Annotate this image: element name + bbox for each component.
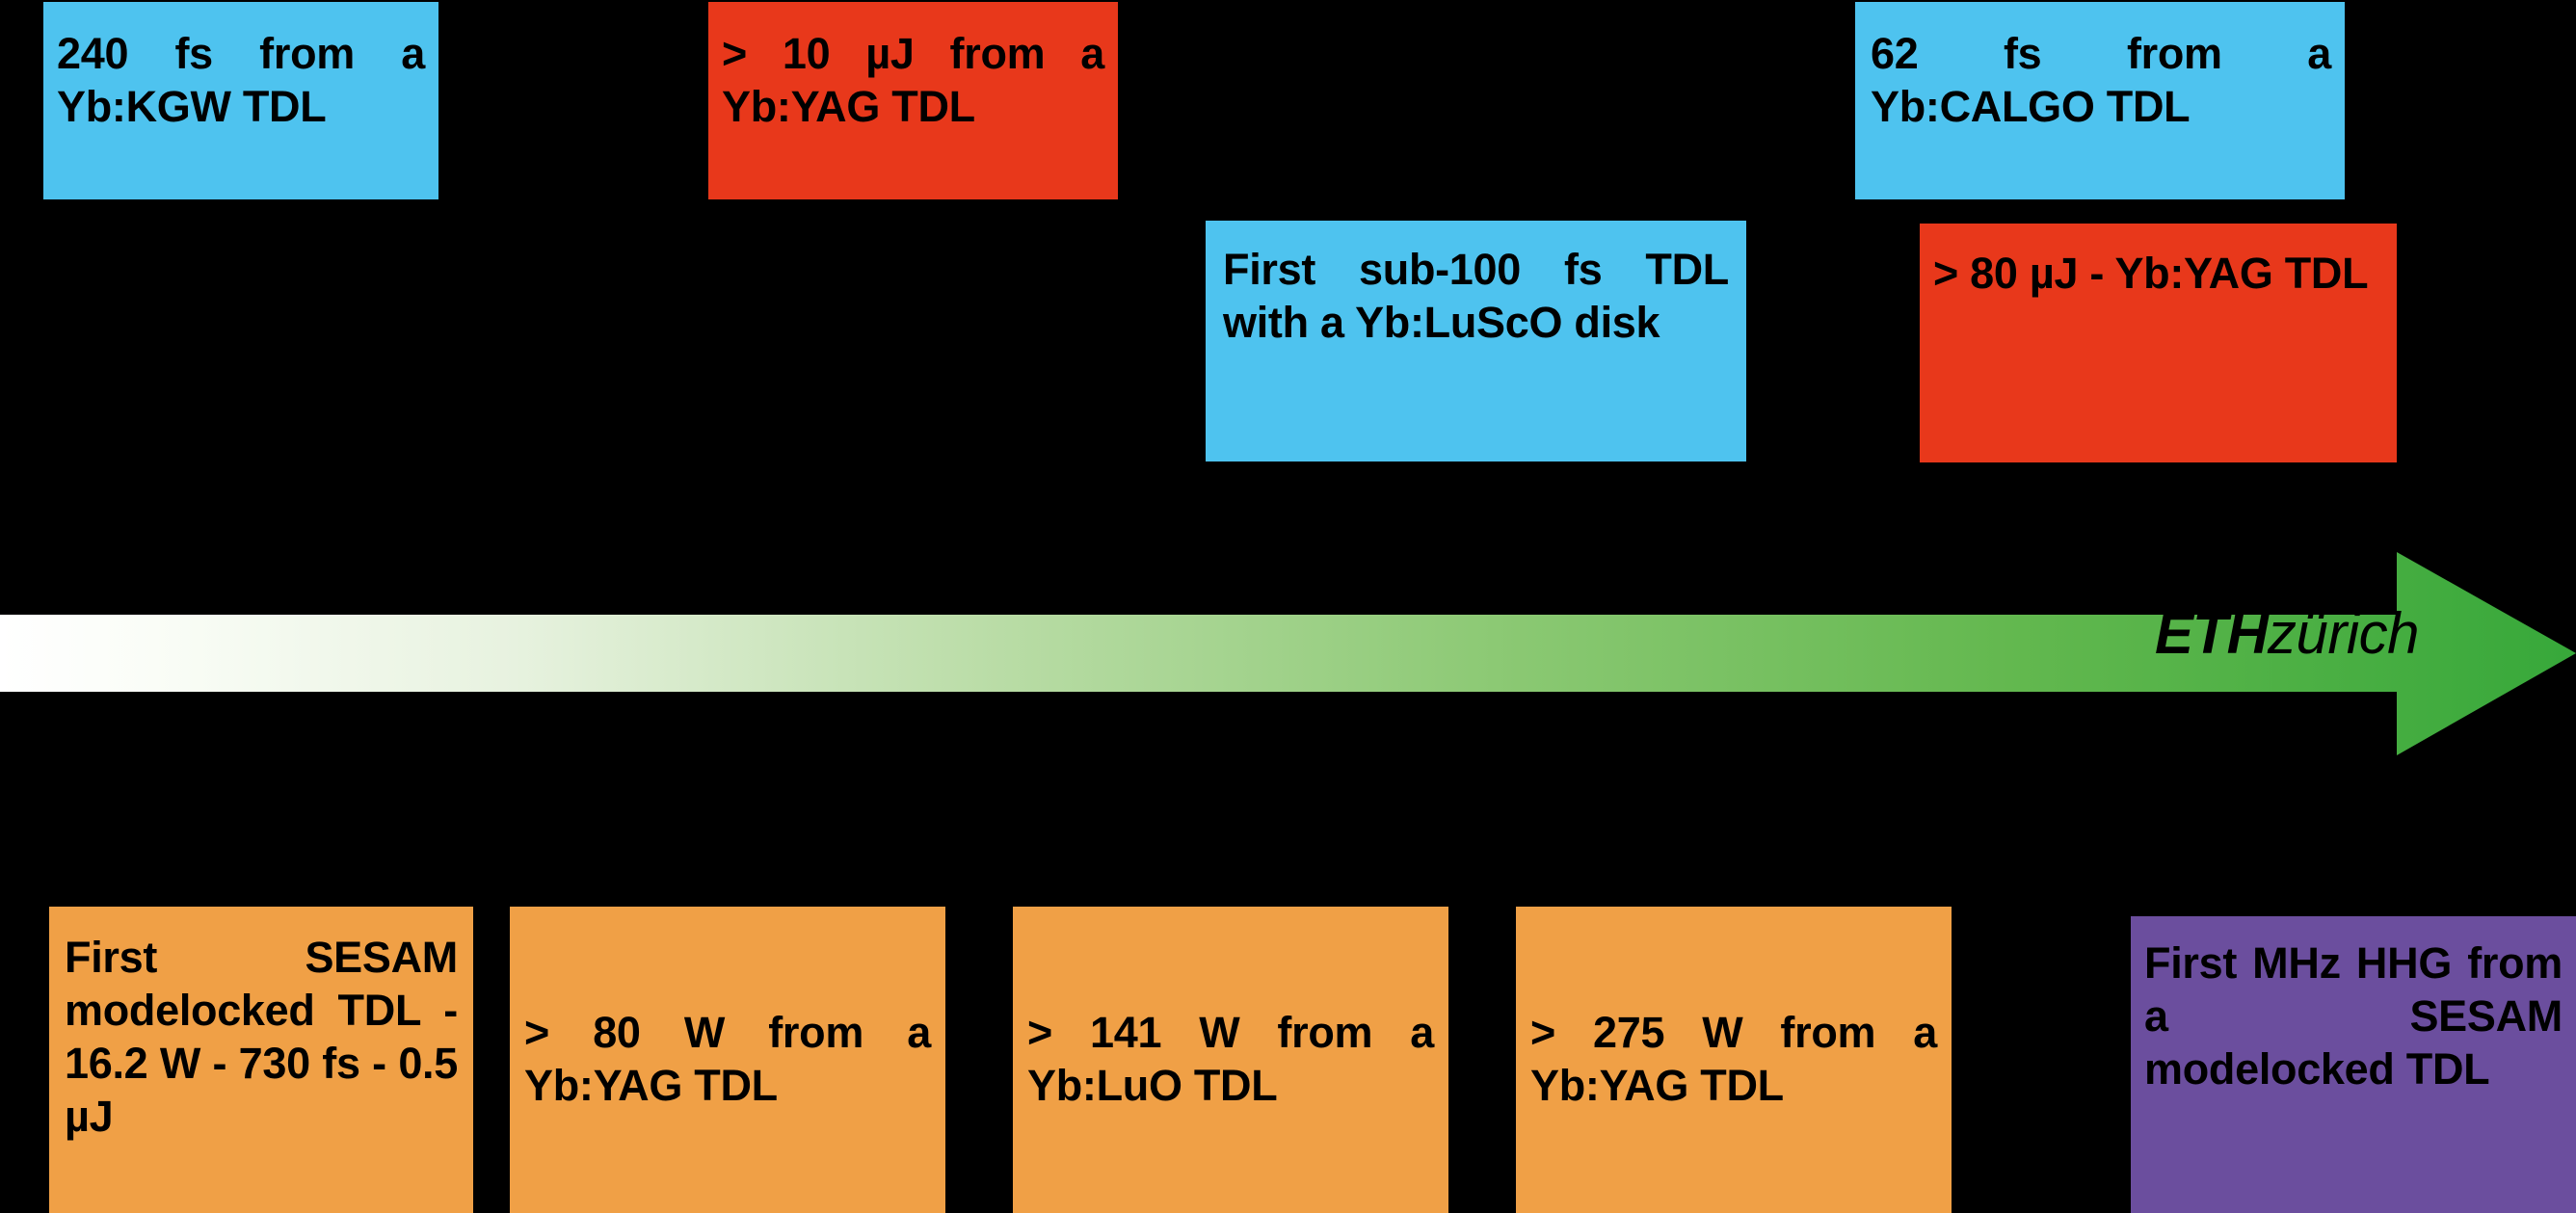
eth-zurich-logo: ETHzürich [2155, 605, 2420, 663]
milestone-box-yb-calgo[interactable]: 62 fs from a Yb:CALGO TDL [1855, 2, 2345, 199]
milestone-text: First MHz HHG from a SESAM modelocked TD… [2144, 938, 2563, 1094]
milestone-text: > 141 W from a Yb:LuO TDL [1027, 1008, 1434, 1110]
milestone-box-yb-yag-80uj[interactable]: > 80 µJ - Yb:YAG TDL [1920, 224, 2397, 462]
milestone-box-yb-yag-275w[interactable]: > 275 W from a Yb:YAG TDL [1516, 907, 1952, 1213]
milestone-text: First SESAM modelocked TDL - 16.2 W - 73… [65, 933, 458, 1141]
milestone-box-yb-yag-10uj[interactable]: > 10 µJ from a Yb:YAG TDL [708, 2, 1118, 199]
milestone-text: First sub-100 fs TDL with a Yb:LuScO dis… [1223, 245, 1729, 347]
timeline-arrow [0, 552, 2576, 755]
milestone-box-first-mhz-hhg[interactable]: First MHz HHG from a SESAM modelocked TD… [2131, 916, 2576, 1213]
milestone-text: > 80 W from a Yb:YAG TDL [524, 1008, 931, 1110]
milestone-box-yb-yag-80w[interactable]: > 80 W from a Yb:YAG TDL [510, 907, 945, 1213]
milestone-box-yb-luo-141w[interactable]: > 141 W from a Yb:LuO TDL [1013, 907, 1448, 1213]
eth-logo-mark: ETH [2155, 601, 2269, 666]
milestone-text: > 80 µJ - Yb:YAG TDL [1933, 249, 2369, 298]
milestone-text: > 10 µJ from a Yb:YAG TDL [722, 29, 1104, 131]
milestone-text: > 275 W from a Yb:YAG TDL [1530, 1008, 1937, 1110]
eth-logo-city: zürich [2268, 601, 2420, 666]
milestone-box-yb-lusco[interactable]: First sub-100 fs TDL with a Yb:LuScO dis… [1206, 221, 1746, 461]
milestone-box-first-sesam[interactable]: First SESAM modelocked TDL - 16.2 W - 73… [49, 907, 473, 1213]
milestone-text: 240 fs from a Yb:KGW TDL [57, 29, 425, 131]
milestone-box-yb-kgw[interactable]: 240 fs from a Yb:KGW TDL [43, 2, 438, 199]
milestone-text: 62 fs from a Yb:CALGO TDL [1871, 29, 2331, 131]
arrow-shape [0, 552, 2576, 755]
